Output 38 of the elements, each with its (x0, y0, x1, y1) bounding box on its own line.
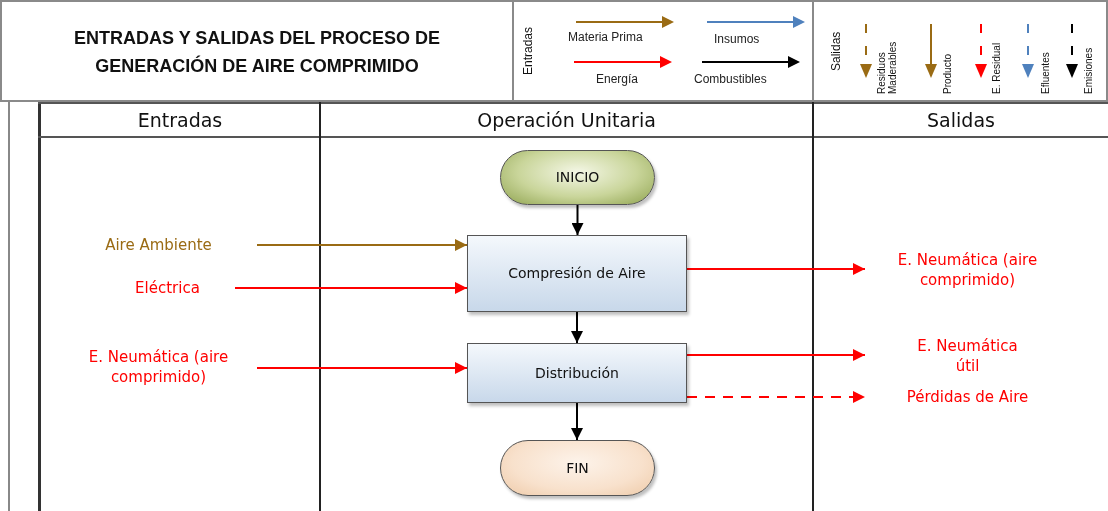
node-text: Distribución (535, 363, 619, 383)
arrow (571, 311, 583, 344)
arrow (686, 391, 866, 403)
legend-heading: Salidas (830, 30, 843, 73)
legend-text: Producto (943, 52, 954, 94)
output-label: Pérdidas de Aire (905, 386, 1030, 408)
end-terminal (500, 440, 655, 496)
input-label: E. Neumática (aire comprimido) (87, 346, 230, 388)
node-text: FIN (566, 458, 589, 478)
arrow (686, 263, 866, 275)
arrow (234, 282, 468, 294)
legend-text: Emisiones (1084, 46, 1095, 94)
input-label: Eléctrica (134, 277, 201, 299)
title: ENTRADAS Y SALIDAS DEL PROCESO DE GENERACIÓN DE AIRE COMPRIMIDO (72, 27, 442, 78)
process-box (467, 343, 687, 403)
node-text: INICIO (555, 168, 600, 187)
input-label: Aire Ambiente (104, 234, 213, 256)
arrow (256, 239, 468, 251)
start-terminal (500, 150, 655, 205)
column-header: Operación Unitaria (476, 108, 657, 133)
column-header: Salidas (926, 108, 996, 133)
node-text: Compresión de Aire (508, 264, 646, 283)
legend-heading: Entradas (522, 26, 535, 77)
arrow (571, 204, 584, 236)
legend-text: Insumos (714, 32, 760, 46)
process-box (467, 235, 687, 312)
legend-text: Combustibles (694, 72, 767, 86)
output-label: E. Neumática útil (916, 335, 1019, 377)
output-label: E. Neumática (aire comprimido) (896, 249, 1039, 291)
legend-text: Energía (596, 72, 639, 86)
arrow (256, 362, 468, 374)
legend-text: Efluentes (1041, 51, 1052, 94)
legend-text: Residuos Maderables (877, 40, 899, 94)
column-header: Entradas (136, 108, 224, 133)
legend-text: E. Residual (992, 41, 1003, 94)
arrow (571, 402, 583, 441)
legend-text: Materia Prima (568, 30, 643, 44)
arrow (686, 349, 866, 361)
